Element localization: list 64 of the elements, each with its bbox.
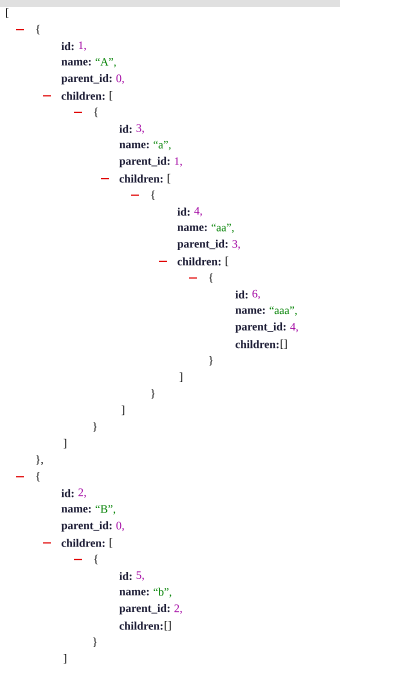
json-key: parent_id: [61, 521, 112, 532]
bracket: } [93, 638, 97, 648]
bracket: } [151, 389, 155, 399]
bracket: ] [122, 406, 124, 416]
number-value: 6, [252, 290, 260, 300]
empty-array: [] [164, 620, 171, 630]
json-key: name: [120, 590, 149, 596]
json-key: id: [119, 572, 132, 580]
bracket: }, [36, 455, 43, 465]
number-value: 1, [174, 157, 182, 167]
number-value: 3, [232, 240, 240, 250]
string-value: “b”, [154, 588, 172, 598]
bracket: ] [64, 654, 66, 664]
bracket: [ [6, 8, 9, 18]
string-value: “aaa”, [270, 306, 297, 316]
json-key: id: [119, 124, 132, 133]
number-value: 4, [194, 207, 202, 216]
bracket: [ [168, 174, 170, 184]
json-key: children: [236, 340, 279, 348]
bracket: { [209, 273, 213, 283]
json-key: name: [178, 226, 207, 232]
bracket: [ [110, 91, 112, 101]
json-key: id: [235, 290, 248, 299]
bracket: [ [110, 538, 112, 548]
json-key: children: [120, 174, 163, 183]
json-key: id: [177, 208, 190, 216]
json-key: children: [120, 622, 163, 630]
string-value: “A”, [96, 58, 116, 68]
json-key: parent_id: [61, 74, 112, 84]
json-key: name: [236, 308, 265, 314]
string-value: “a”, [154, 140, 171, 150]
number-value: 2, [174, 604, 182, 614]
empty-array: [] [280, 339, 287, 349]
json-key: parent_id: [119, 156, 170, 168]
bracket: ] [180, 372, 182, 382]
number-value: 1, [78, 41, 86, 51]
json-key: children: [178, 257, 221, 266]
json-key: name: [62, 507, 91, 513]
bracket: { [94, 108, 98, 118]
json-key: parent_id: [119, 604, 170, 614]
number-value: 2, [78, 488, 86, 498]
bracket: { [151, 190, 155, 200]
string-value: “B”, [96, 505, 116, 514]
bracket: { [94, 554, 98, 564]
json-key: children: [62, 92, 105, 100]
number-value: 5, [136, 571, 144, 581]
bracket: { [36, 472, 40, 482]
bracket: [ [226, 256, 228, 266]
bracket: } [93, 422, 97, 432]
json-key: children: [62, 538, 105, 547]
json-key: parent_id: [235, 322, 286, 333]
json-key: name: [62, 60, 91, 66]
bracket: ] [64, 438, 66, 448]
number-value: 3, [136, 124, 144, 134]
json-key: id: [61, 489, 74, 498]
bracket: } [209, 356, 213, 366]
number-value: 0, [116, 522, 124, 532]
number-value: 0, [116, 74, 124, 84]
json-key: parent_id: [177, 240, 228, 250]
number-value: 4, [290, 322, 298, 332]
bracket: { [36, 24, 40, 34]
json-key: name: [120, 142, 149, 148]
json-key: id: [61, 42, 74, 50]
string-value: “aa”, [212, 224, 234, 233]
